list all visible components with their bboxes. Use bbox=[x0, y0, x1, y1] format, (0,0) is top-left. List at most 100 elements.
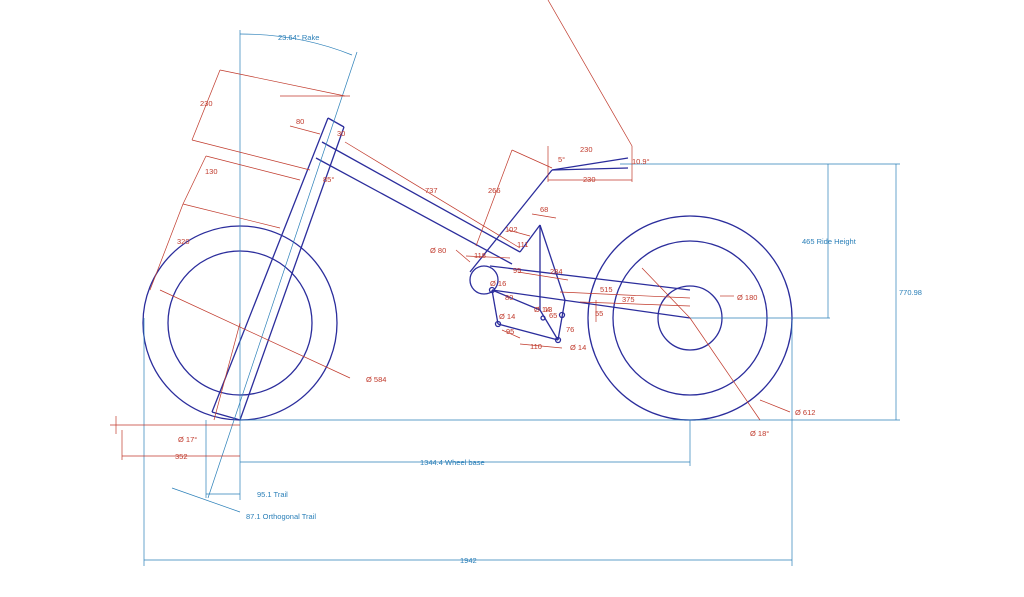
fork-leg-rear bbox=[239, 126, 345, 421]
dim-95-low-label: 95 bbox=[506, 327, 514, 336]
front-diameter-label: Ø 584 bbox=[366, 375, 386, 384]
red-dimensions bbox=[110, 0, 791, 460]
front-tilt-line bbox=[213, 322, 241, 421]
overall-height-label: 770.98 bbox=[899, 288, 922, 297]
bike-frame bbox=[211, 117, 691, 421]
front-diameter-leader bbox=[159, 289, 351, 379]
blue-dimensions bbox=[143, 30, 900, 566]
dim-65-label: 65 bbox=[549, 311, 557, 320]
dim-130-fork-label: 130 bbox=[205, 167, 218, 176]
dim-13-label: 13 bbox=[544, 305, 552, 314]
chain-stay-upper bbox=[489, 265, 691, 291]
rear-hub-label: Ø 180 bbox=[737, 293, 757, 302]
rear-diameter-label: Ø 612 bbox=[795, 408, 815, 417]
pivot-a bbox=[488, 286, 496, 294]
front-tilt-label: Ø 17° bbox=[178, 435, 197, 444]
dim-230-fork-label: 230 bbox=[200, 99, 213, 108]
chain-stay-lower bbox=[491, 289, 691, 319]
rear-tilt-line bbox=[689, 317, 761, 421]
dim-266-label: 266 bbox=[488, 186, 501, 195]
dim-515 bbox=[559, 291, 691, 299]
pivot3-diameter-label: Ø 14 bbox=[534, 305, 550, 314]
dim-111-label: 111 bbox=[517, 240, 528, 249]
dim-230-seat-top bbox=[547, 0, 633, 147]
dim-515-label: 515 bbox=[600, 285, 613, 294]
bb-leader bbox=[455, 249, 471, 263]
pivot2-diameter-label: Ø 14 bbox=[499, 312, 515, 321]
link-lower-c bbox=[557, 299, 566, 341]
ride-height-label: 465 Ride Height bbox=[802, 237, 857, 246]
orthogonal-trail-label: 87.1 Orthogonal Trail bbox=[246, 512, 316, 521]
dim-737 bbox=[344, 141, 521, 249]
fork-leg-front bbox=[211, 117, 329, 413]
dim-320-fork-label: 320 bbox=[177, 237, 190, 246]
head-tube-top bbox=[327, 117, 345, 128]
rear-tilt-label: Ø 18° bbox=[750, 429, 769, 438]
fork-dropout bbox=[211, 411, 241, 421]
steering-axis-line bbox=[207, 51, 358, 499]
link-lower-a bbox=[491, 289, 541, 311]
dim-68-label: 68 bbox=[540, 205, 548, 214]
dim-102-label: 102 bbox=[505, 225, 518, 234]
rear-diameter-leader bbox=[759, 399, 791, 413]
bb-diameter-label: Ø 80 bbox=[430, 246, 446, 255]
dim-737-label: 737 bbox=[425, 186, 438, 195]
seat-rail-lower bbox=[551, 167, 629, 171]
pivot-e bbox=[540, 315, 546, 321]
bottom-bracket bbox=[469, 265, 499, 295]
trail-label: 95.1 Trail bbox=[257, 490, 288, 499]
ext-130-top bbox=[205, 155, 301, 181]
dim-118-label: 118 bbox=[474, 251, 486, 260]
dim-130 bbox=[182, 155, 207, 205]
pivot-c bbox=[554, 336, 562, 344]
dim-320 bbox=[149, 203, 184, 291]
dim-375 bbox=[579, 301, 691, 307]
dim-80-link-label: 80 bbox=[505, 293, 513, 302]
link-lower-b bbox=[539, 309, 559, 341]
seat-rail bbox=[551, 157, 629, 171]
dim-95-low bbox=[501, 329, 521, 339]
dim-76-label: 76 bbox=[566, 325, 574, 334]
dim-55-label: 55 bbox=[595, 309, 603, 318]
pivot-diameter-label: Ø 16 bbox=[490, 279, 506, 288]
seat-tube bbox=[469, 169, 553, 273]
dim-102 bbox=[507, 229, 531, 237]
dim-230-seat-top-label: 230 bbox=[580, 145, 593, 154]
dim-284 bbox=[517, 271, 569, 281]
dim-118 bbox=[465, 255, 511, 259]
ext-130-bottom bbox=[182, 203, 281, 229]
pivot-b bbox=[494, 320, 502, 328]
angle-85-label: 85° bbox=[323, 175, 334, 184]
link-lower-d bbox=[497, 323, 559, 341]
ext-230-bottom bbox=[191, 139, 311, 171]
wheelbase-label: 1344.4 Wheel base bbox=[420, 458, 485, 467]
overall-length-label: 1942 bbox=[460, 556, 477, 565]
front-offset-label: 352 bbox=[175, 452, 188, 461]
seat-angle-label: 10.9° bbox=[632, 157, 650, 166]
dim-375-label: 375 bbox=[622, 295, 635, 304]
dim-95-label: 95 bbox=[513, 266, 521, 275]
dim-230 bbox=[191, 69, 221, 141]
pivot-d bbox=[558, 311, 566, 319]
dim-80-head bbox=[289, 125, 321, 135]
ext-266 bbox=[511, 149, 553, 169]
top-tube-upper bbox=[321, 141, 521, 253]
dim-284-label: 284 bbox=[550, 267, 563, 276]
dim-68 bbox=[531, 213, 557, 219]
pivot4-diameter-label: Ø 14 bbox=[570, 343, 586, 352]
dim-266 bbox=[475, 149, 513, 247]
dim-110 bbox=[519, 343, 563, 349]
dim-80-head-label: 80 bbox=[296, 117, 304, 126]
ext-230-top bbox=[219, 69, 346, 97]
top-tube-lower bbox=[315, 157, 513, 265]
dim-30-head-label: 30 bbox=[337, 129, 345, 138]
dim-110-label: 110 bbox=[530, 342, 542, 351]
orthogonal-trail-dimension bbox=[171, 487, 241, 513]
link-upper-a bbox=[519, 224, 541, 253]
rear-tilt-line-upper bbox=[641, 267, 691, 319]
seat-angle2-label: 5° bbox=[558, 155, 565, 164]
link-lower-e bbox=[491, 289, 499, 325]
rake-arc bbox=[239, 33, 353, 56]
dim-230-seat-bottom-label: 230 bbox=[583, 175, 596, 184]
